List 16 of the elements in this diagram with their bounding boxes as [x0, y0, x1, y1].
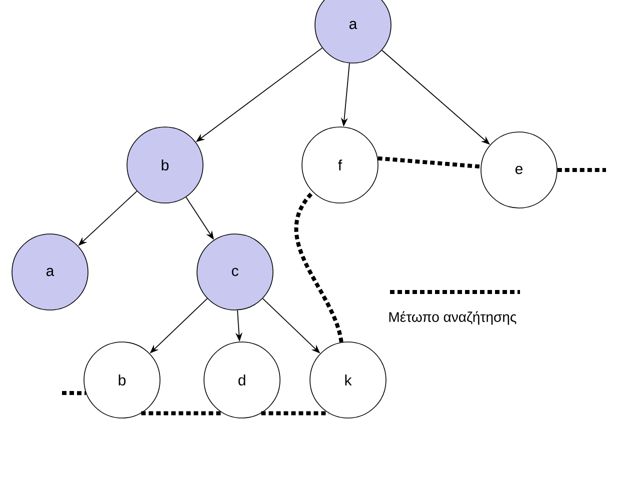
tree-node: b — [126, 126, 204, 204]
tree-node: a — [314, 0, 392, 64]
frontier-line — [141, 411, 223, 416]
frontier-line — [62, 391, 86, 396]
frontier-line — [294, 190, 344, 343]
tree-node: a — [12, 234, 88, 310]
tree-node: c — [196, 234, 274, 310]
tree-node: f — [302, 126, 378, 204]
tree-node: d — [204, 342, 280, 418]
tree-node: b — [84, 342, 160, 418]
tree-node: k — [310, 342, 386, 418]
frontier-line — [261, 411, 329, 416]
tree-node: e — [480, 132, 558, 208]
frontier-line — [378, 156, 481, 169]
legend-text: Μέτωπο αναζήτησης — [389, 311, 516, 325]
frontier-line — [557, 168, 606, 172]
